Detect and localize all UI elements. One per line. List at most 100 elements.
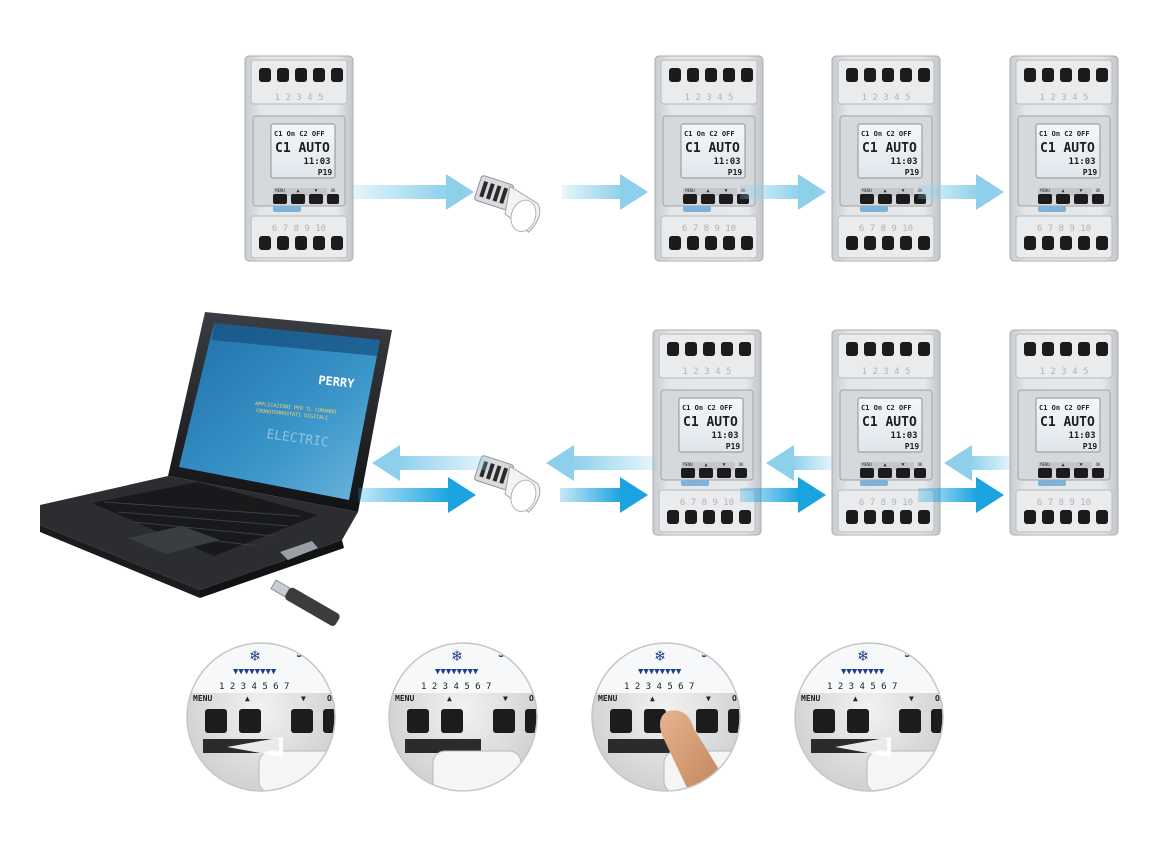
lcd-channel-status: C1 On C2 OFF xyxy=(684,130,735,138)
arrow-device-to-key xyxy=(546,445,656,481)
ok-button-label: OK xyxy=(739,462,744,467)
device-button xyxy=(407,709,429,733)
lcd-mode: C1 AUTO xyxy=(862,141,917,156)
arrow-key-to-device xyxy=(560,477,648,513)
up-arrow-icon: ▲ xyxy=(447,694,452,703)
lcd-mode: C1 AUTO xyxy=(685,141,740,156)
ok-button-label: OK xyxy=(331,188,336,193)
down-button-label: ▼ xyxy=(722,462,725,468)
lcd-time: 11:03 xyxy=(890,431,917,441)
ok-label: OK xyxy=(327,694,337,703)
terminal-numbers-bottom: 6 7 8 9 10 xyxy=(272,224,326,234)
up-arrow-icon: ▲ xyxy=(853,694,858,703)
insert-arrow-icon xyxy=(835,737,891,757)
ok-label: OK xyxy=(935,694,945,703)
terminal-numbers-top: 1 2 3 4 5 xyxy=(862,367,911,377)
usb-key xyxy=(432,750,522,791)
snowflake-icon: ❄ xyxy=(452,646,462,665)
day-digits: 1 2 3 4 5 6 7 xyxy=(421,682,491,692)
lcd-mode: C1 AUTO xyxy=(862,415,917,430)
lcd-time: 11:03 xyxy=(1068,157,1095,167)
lcd-mode: C1 AUTO xyxy=(1040,141,1095,156)
arrow-key-to-laptop xyxy=(372,445,490,481)
lcd-time: 11:03 xyxy=(890,157,917,167)
terminal-numbers-bottom: 6 7 8 9 10 xyxy=(859,498,913,508)
day-markers: ▼▼▼▼▼▼▼▼ xyxy=(233,667,277,677)
arrow-device-to-device-return xyxy=(944,445,1012,481)
day-markers: ▼▼▼▼▼▼▼▼ xyxy=(841,667,885,677)
terminal-numbers-top: 1 2 3 4 5 xyxy=(275,93,324,103)
device-button xyxy=(239,709,261,733)
down-button-label: ▼ xyxy=(1079,462,1082,468)
lcd-program: P19 xyxy=(905,442,920,451)
down-button-label: ▼ xyxy=(1079,188,1082,194)
lcd-time: 11:03 xyxy=(713,157,740,167)
up-button-label: ▲ xyxy=(704,462,707,468)
terminal-numbers-top: 1 2 3 4 5 xyxy=(1040,93,1089,103)
menu-button-label: MENU xyxy=(1040,462,1050,467)
day-markers: ▼▼▼▼▼▼▼▼ xyxy=(435,667,479,677)
down-arrow-icon: ▼ xyxy=(301,694,306,703)
lcd-channel-status: C1 On C2 OFF xyxy=(861,130,912,138)
menu-label: MENU xyxy=(801,694,820,703)
lcd-program: P19 xyxy=(905,168,920,177)
timer-device-target: 1 2 3 4 5 6 7 8 9 10 C1 On C2 OFF C1 AUTO11… xyxy=(654,55,764,262)
laptop-brand: PERRY xyxy=(318,373,356,391)
up-button-label: ▲ xyxy=(883,188,886,194)
terminal-numbers-bottom: 6 7 8 9 10 xyxy=(680,498,734,508)
lcd-program: P19 xyxy=(1083,168,1098,177)
laptop xyxy=(40,312,392,598)
terminal-numbers-top: 1 2 3 4 5 xyxy=(685,93,734,103)
lcd-channel-status: C1 On C2 OFF xyxy=(274,130,325,138)
menu-label: MENU xyxy=(395,694,414,703)
up-arrow-icon: ▲ xyxy=(245,694,250,703)
device-button xyxy=(323,709,335,733)
lcd-mode: C1 AUTO xyxy=(275,141,330,156)
lcd-program: P19 xyxy=(726,442,741,451)
device-button xyxy=(493,709,515,733)
terminal-numbers-top: 1 2 3 4 5 xyxy=(862,93,911,103)
ok-button-label: OK xyxy=(1096,188,1101,193)
lcd-time: 11:03 xyxy=(711,431,738,441)
timer-device: 1 2 3 4 5 6 7 8 9 10 C1 On C2 OFF C1 AUTO11… xyxy=(831,329,941,536)
arrow-device-to-device xyxy=(740,477,826,513)
device-button xyxy=(931,709,943,733)
lcd-mode: C1 AUTO xyxy=(1040,415,1095,430)
menu-button-label: MENU xyxy=(275,188,285,193)
day-markers: ▼▼▼▼▼▼▼▼ xyxy=(638,667,682,677)
lcd-time: 11:03 xyxy=(1068,431,1095,441)
lcd-program: P19 xyxy=(728,168,743,177)
timer-device-source: 1 2 3 4 5 6 7 8 9 10 C1 On C2 OFF C1 AUTO11… xyxy=(244,55,354,262)
lcd-time: 11:03 xyxy=(303,157,330,167)
device-button xyxy=(728,709,740,733)
usb-stick xyxy=(270,579,340,626)
ok-button-label: OK xyxy=(1096,462,1101,467)
terminal-numbers-bottom: 6 7 8 9 10 xyxy=(682,224,736,234)
arrow-key-to-device xyxy=(562,174,648,210)
down-button-label: ▼ xyxy=(724,188,727,194)
lcd-channel-status: C1 On C2 OFF xyxy=(682,404,733,412)
down-arrow-icon: ▼ xyxy=(503,694,508,703)
lcd-channel-status: C1 On C2 OFF xyxy=(861,404,912,412)
device-button xyxy=(291,709,313,733)
arrow-device-to-key xyxy=(352,174,474,210)
up-button-label: ▲ xyxy=(296,188,299,194)
menu-button-label: MENU xyxy=(1040,188,1050,193)
device-button xyxy=(525,709,537,733)
usb-key xyxy=(866,750,943,791)
device-button xyxy=(205,709,227,733)
down-button-label: ▼ xyxy=(314,188,317,194)
menu-label: MENU xyxy=(598,694,617,703)
device-button xyxy=(441,709,463,733)
menu-button-label: MENU xyxy=(862,188,872,193)
snowflake-icon: ❄ xyxy=(655,646,665,665)
lcd-program: P19 xyxy=(318,168,333,177)
menu-button-label: MENU xyxy=(862,462,872,467)
